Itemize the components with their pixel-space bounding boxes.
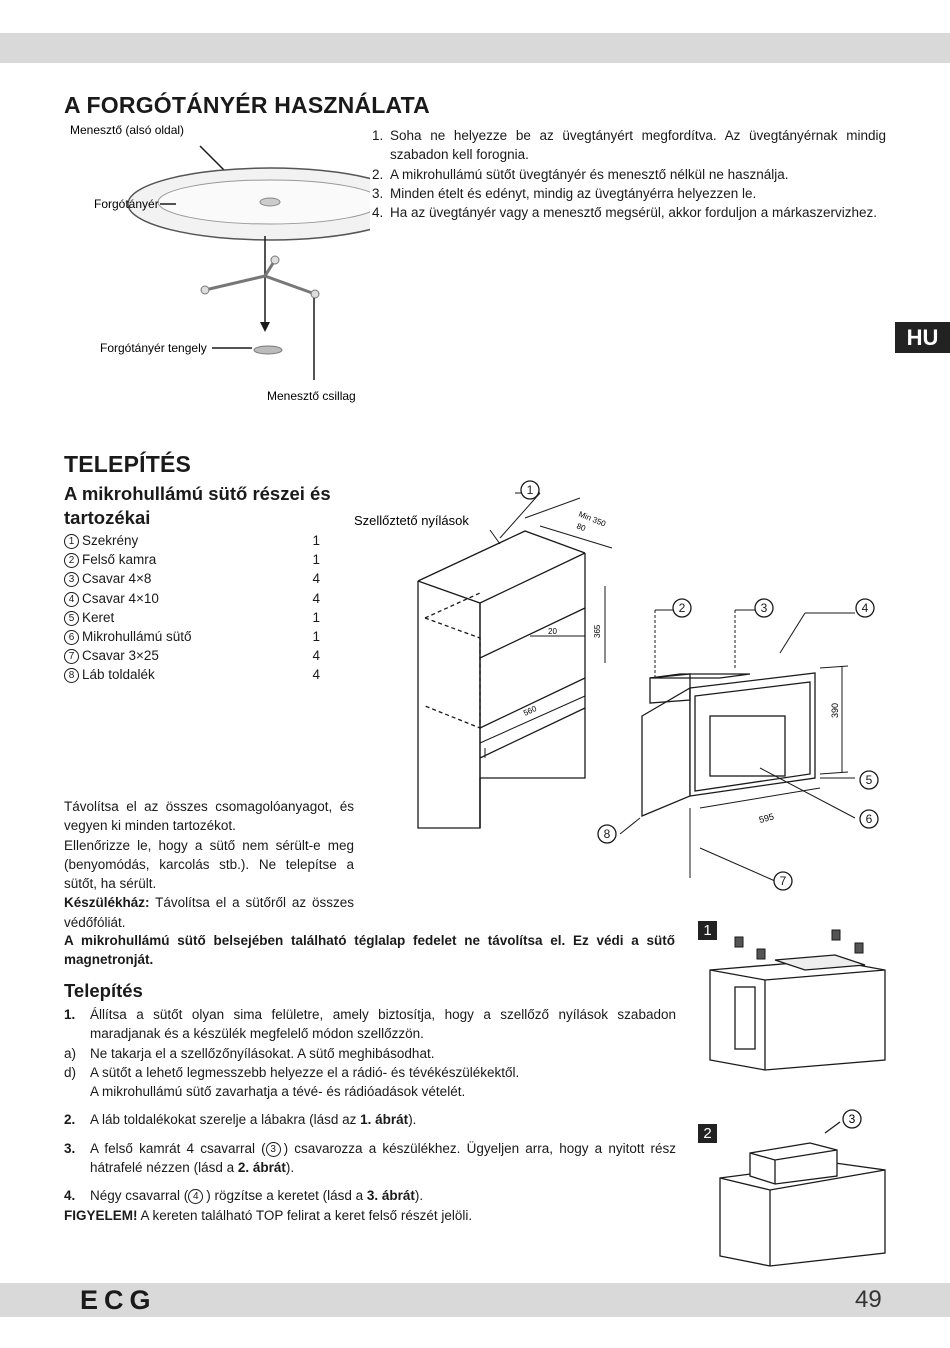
warning-text: A mikrohullámú sütő belsejében található… bbox=[64, 933, 675, 968]
list-item: 3.A felső kamrát 4 csavarral (3) csavaro… bbox=[64, 1140, 677, 1176]
setup-title: Telepítés bbox=[64, 980, 143, 1001]
callout-5: 5 bbox=[866, 773, 873, 787]
list-item: 2.A mikrohullámú sütőt üvegtányér és men… bbox=[372, 166, 789, 182]
installation-diagram: Szellőztető nyílások Min 350 80 20 365 5… bbox=[354, 480, 879, 891]
label-drive-bottom: Menesztő (alsó oldal) bbox=[70, 123, 184, 137]
callout-8: 8 bbox=[604, 827, 611, 841]
vent-label: Szellőztető nyílások bbox=[354, 513, 469, 528]
page-number: 49 bbox=[855, 1286, 882, 1313]
bottom-bar bbox=[0, 1283, 950, 1317]
list-item: a)Ne takarja el a szellőzőnyílásokat. A … bbox=[64, 1045, 435, 1061]
label-shaft: Forgótányér tengely bbox=[100, 341, 207, 355]
svg-text:ECG: ECG bbox=[80, 1287, 157, 1313]
callout-1: 1 bbox=[527, 483, 534, 497]
label-tray: Forgótányér bbox=[94, 197, 159, 211]
figure-1-diagram bbox=[709, 929, 886, 1071]
list-item: d)A sütőt a lehető legmesszebb helyezze … bbox=[64, 1064, 520, 1100]
list-item: 4.Ha az üvegtányér vagy a menesztő megsé… bbox=[372, 205, 877, 221]
callout-3: 3 bbox=[761, 601, 768, 615]
shaft-coupler bbox=[253, 345, 283, 355]
parts-title: A mikrohullámú sütő részei és tartozékai bbox=[64, 483, 331, 528]
callout-7: 7 bbox=[780, 874, 787, 888]
svg-text:20: 20 bbox=[548, 627, 557, 636]
label-star: Menesztő csillag bbox=[267, 389, 356, 403]
figure-1-label: 1 bbox=[698, 921, 717, 940]
callout-6: 6 bbox=[866, 812, 873, 826]
list-item: 1.Soha ne helyezze be az üvegtányért meg… bbox=[372, 128, 886, 163]
svg-text:560: 560 bbox=[522, 704, 538, 718]
intro-text: Távolítsa el az összes csomagolóanyagot,… bbox=[64, 799, 354, 930]
list-item: 4.Négy csavarral (4) rögzítse a keretet … bbox=[64, 1188, 424, 1205]
list-item: 1.Állítsa a sütőt olyan sima felületre, … bbox=[64, 1007, 676, 1042]
turntable-title: A FORGÓTÁNYÉR HASZNÁLATA bbox=[64, 92, 430, 118]
top-bar bbox=[0, 33, 950, 63]
note-text: FIGYELEM! A kereten található TOP felira… bbox=[64, 1207, 473, 1223]
turntable-diagram: Menesztő (alsó oldal) Forgótányér Forgót… bbox=[70, 123, 370, 403]
list-item: 2.A láb toldalékokat szerelje a lábakra … bbox=[64, 1112, 417, 1128]
install-title: TELEPÍTÉS bbox=[64, 451, 192, 477]
list-item: 3.Minden ételt és edényt, mindig az üveg… bbox=[372, 185, 757, 201]
svg-text:595: 595 bbox=[758, 811, 775, 825]
svg-text:80: 80 bbox=[575, 522, 587, 534]
brand-logo: ECG bbox=[80, 1287, 157, 1313]
svg-text:365: 365 bbox=[593, 624, 602, 638]
roller-star bbox=[204, 274, 266, 292]
turntable-list: 1.Soha ne helyezze be az üvegtányért meg… bbox=[372, 126, 886, 222]
callout-2: 2 bbox=[679, 601, 686, 615]
callout-4: 4 bbox=[862, 601, 869, 615]
language-tab: HU bbox=[895, 322, 950, 353]
svg-text:390: 390 bbox=[830, 703, 840, 718]
setup-steps: 1.Állítsa a sütőt olyan sima felületre, … bbox=[64, 1005, 676, 1225]
figure-2-label: 2 bbox=[698, 1124, 717, 1143]
callout-3-fig2: 3 bbox=[849, 1112, 856, 1126]
figure-2-diagram: 3 bbox=[719, 1109, 886, 1267]
